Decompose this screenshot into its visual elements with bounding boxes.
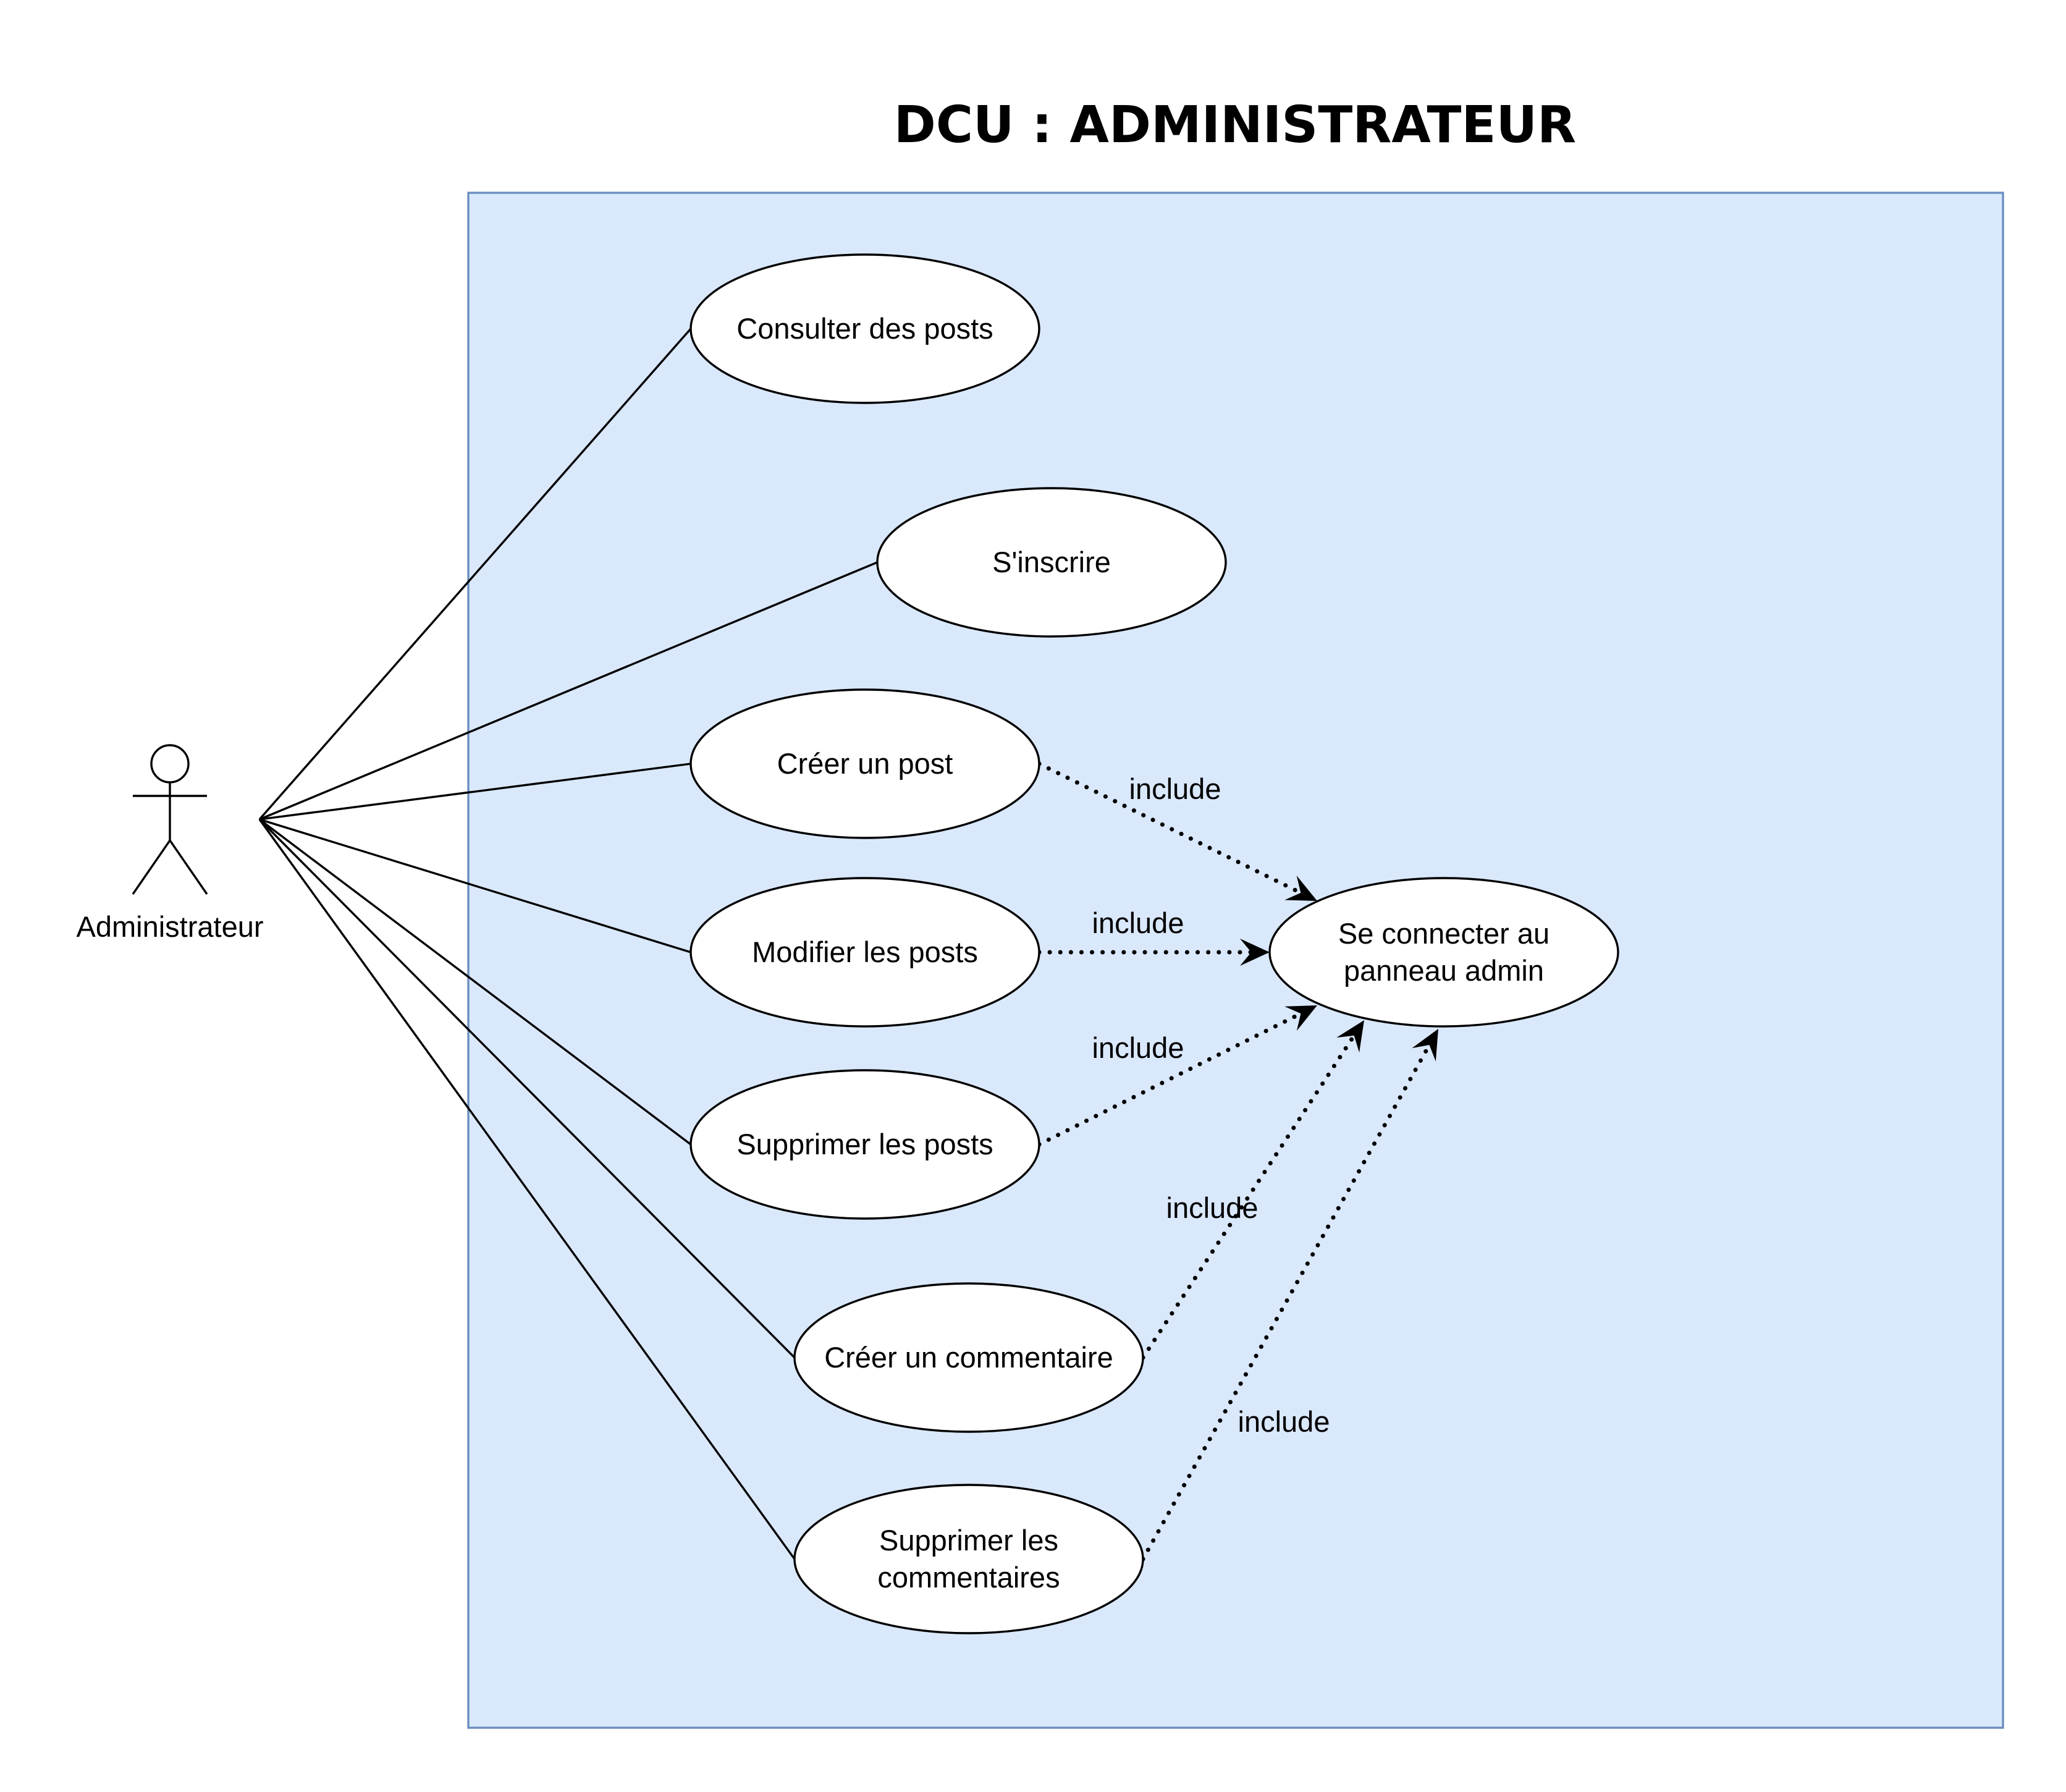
- actor-name: Administrateur: [77, 910, 264, 943]
- include-label: include: [1238, 1405, 1330, 1438]
- use-case-label: S'inscrire: [992, 546, 1111, 578]
- include-label: include: [1092, 907, 1184, 939]
- include-line: [1141, 1042, 1431, 1562]
- use-case-ellipse: [1268, 877, 1619, 1028]
- association-line-supprimer-posts: [258, 818, 692, 1146]
- include-supprimer-posts: include: [1037, 1005, 1317, 1147]
- include-arrowhead: [1412, 1029, 1438, 1062]
- association-line-modifier-posts: [259, 818, 691, 953]
- association-line-creer-post: [259, 763, 691, 821]
- include-arrowhead: [1240, 939, 1270, 966]
- use-case-ellipse: [793, 1282, 1144, 1433]
- use-case-supprimer-posts: Supprimer les posts: [689, 1069, 1040, 1220]
- include-line: [1037, 761, 1303, 895]
- include-arrowhead: [1336, 1020, 1364, 1053]
- stick-figure-icon: [132, 744, 208, 895]
- use-case-supprimer-commentaires: Supprimer les commentaires: [793, 1484, 1144, 1634]
- use-case-ellipse: [689, 877, 1040, 1028]
- include-line: [1141, 1033, 1357, 1360]
- include-modifier-posts: include: [1037, 907, 1270, 966]
- association-line-creer-commentaire: [258, 818, 796, 1359]
- use-case-ellipse: [689, 1069, 1040, 1220]
- use-case-ellipse: [689, 688, 1040, 839]
- use-case-modifier-posts: Modifier les posts: [689, 877, 1040, 1028]
- use-case-creer-commentaire: Créer un commentaire: [793, 1282, 1144, 1433]
- use-case-label: panneau admin: [1344, 954, 1544, 987]
- use-case-label: Modifier les posts: [752, 936, 978, 968]
- include-supprimer-commentaires: include: [1141, 1029, 1438, 1562]
- use-case-ellipse: [689, 253, 1040, 404]
- association-line-supprimer-commentaires: [258, 819, 796, 1560]
- association-lines: [258, 328, 878, 1560]
- include-label: include: [1092, 1031, 1184, 1064]
- include-creer-post: include: [1037, 761, 1317, 901]
- include-creer-commentaire: include: [1141, 1020, 1364, 1360]
- use-case-connecter: Se connecter au panneau admin: [1268, 877, 1619, 1028]
- use-case-label: Supprimer les: [879, 1524, 1058, 1557]
- use-case-creer-post: Créer un post: [689, 688, 1040, 839]
- actor-administrateur: Administrateur: [77, 744, 264, 943]
- use-case-inscrire: S'inscrire: [876, 487, 1227, 638]
- use-case-label: Se connecter au: [1338, 917, 1550, 950]
- include-arrowhead: [1284, 876, 1317, 901]
- use-case-label: Créer un post: [777, 747, 953, 780]
- use-case-label: Supprimer les posts: [736, 1128, 993, 1160]
- association-line-consulter: [258, 328, 692, 821]
- use-case-consulter: Consulter des posts: [689, 253, 1040, 404]
- use-case-ellipse: [876, 487, 1227, 638]
- include-label: include: [1166, 1191, 1259, 1224]
- include-dependencies: include include include include include: [1037, 761, 1438, 1562]
- include-label: include: [1129, 772, 1221, 805]
- use-case-label: Consulter des posts: [736, 312, 993, 345]
- use-case-label: commentaires: [877, 1561, 1060, 1594]
- include-arrowhead: [1284, 1005, 1317, 1031]
- association-line-inscrire: [259, 561, 878, 821]
- include-line: [1037, 1011, 1303, 1147]
- diagram-title: DCU : ADMINISTRATEUR: [894, 96, 1576, 154]
- use-case-label: Créer un commentaire: [824, 1341, 1113, 1374]
- use-case-ellipse: [793, 1484, 1144, 1634]
